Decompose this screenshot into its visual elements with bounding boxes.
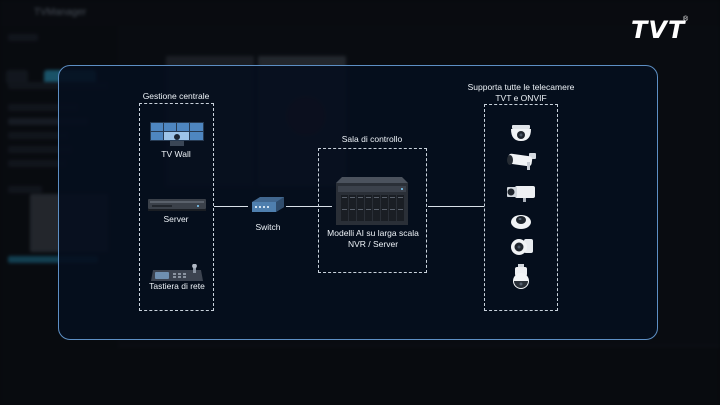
server-label: Server bbox=[163, 214, 189, 224]
bullet-camera-icon bbox=[507, 153, 536, 170]
fisheye-camera-icon bbox=[511, 215, 531, 229]
box-camera-icon bbox=[507, 186, 535, 202]
background-bottom-bar bbox=[118, 346, 720, 405]
nvr-rack-icon bbox=[336, 177, 408, 225]
central-management-title: Gestione centrale bbox=[142, 91, 210, 101]
tvt-logo: TVT bbox=[631, 16, 686, 44]
cameras-box bbox=[484, 104, 558, 311]
tv-wall-label: TV Wall bbox=[161, 149, 191, 159]
control-room-title: Sala di controllo bbox=[341, 134, 403, 144]
nvr-label-line2: NVR / Server bbox=[347, 239, 399, 249]
connector-switch-nvr bbox=[286, 206, 332, 207]
background-title: TVManager bbox=[34, 7, 87, 18]
connector-central-switch bbox=[214, 206, 248, 207]
connector-nvr-cameras bbox=[428, 206, 484, 207]
central-management-box bbox=[139, 103, 214, 311]
switch-icon bbox=[252, 197, 284, 212]
tv-wall-icon bbox=[150, 122, 204, 146]
switch-label: Switch bbox=[255, 222, 281, 232]
cameras-title-line2: TVT e ONVIF bbox=[495, 93, 547, 103]
keyboard-icon bbox=[151, 264, 203, 281]
registered-mark: ® bbox=[683, 16, 689, 23]
network-keyboard-label: Tastiera di rete bbox=[149, 281, 205, 291]
control-room-box bbox=[318, 148, 427, 273]
background-topbar: TVManager bbox=[0, 0, 720, 27]
ptz-camera-icon bbox=[513, 264, 529, 289]
server-icon bbox=[148, 199, 206, 211]
turret-camera-icon bbox=[511, 239, 533, 255]
nvr-label-line1: Modelli AI su larga scala bbox=[327, 228, 419, 238]
dome-camera-icon bbox=[511, 125, 531, 141]
cameras-title-line1: Supporta tutte le telecamere bbox=[467, 82, 575, 92]
